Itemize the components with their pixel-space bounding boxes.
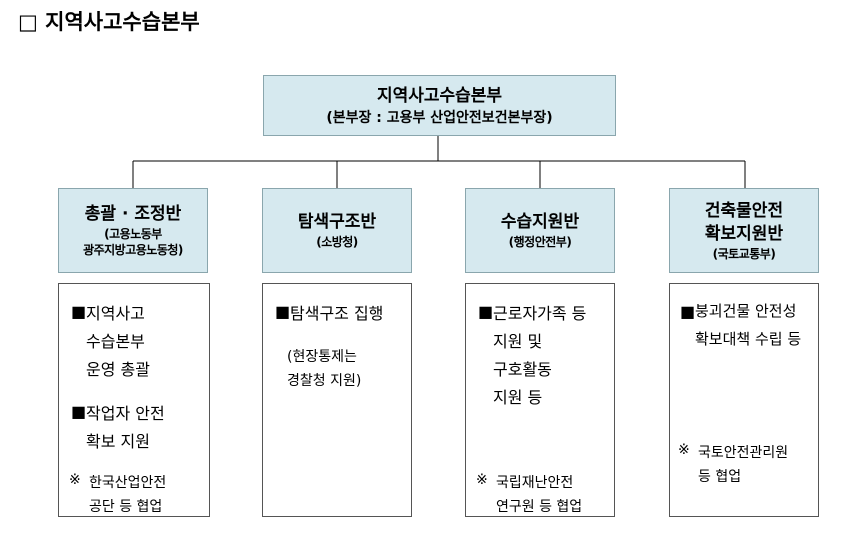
headquarters-head: (본부장 : 고용부 산업안전보건본부장) — [326, 109, 553, 126]
bullet-marker: ■ — [71, 402, 87, 421]
task-line: 근로자가족 등 — [493, 304, 587, 323]
team-detail-search-rescue: ■ 탐색구조 집행 (현장통제는 경찰청 지원) — [262, 283, 412, 517]
team-org: (소방청) — [316, 235, 358, 249]
note-line: 경찰청 지원) — [287, 373, 362, 389]
team-name: 건축물안전 — [704, 200, 784, 221]
note-line: 등 협업 — [698, 469, 742, 485]
note-mark: ※ — [69, 472, 81, 488]
team-org: (고용노동부 — [104, 227, 162, 241]
bullet-marker: ■ — [275, 302, 291, 321]
team-detail-recovery-support: ■ 근로자가족 등 지원 및 구호활동 지원 등 ※ 국립재난안전 연구원 등 … — [465, 283, 615, 517]
team-org: (국토교통부) — [712, 246, 776, 261]
task-line: 작업자 안전 — [86, 404, 165, 423]
team-name: 수습지원반 — [500, 212, 580, 232]
task-line: 붕괴건물 안전성 — [695, 302, 797, 320]
task-line: 탐색구조 집행 — [290, 304, 384, 323]
team-detail-building-safety: ■ 붕괴건물 안전성 확보대책 수립 등 ※ 국토안전관리원 등 협업 — [669, 283, 819, 517]
team-name: 확보지원반 — [704, 223, 784, 244]
team-detail-coordination: ■ 지역사고 수습본부 운영 총괄 ■ 작업자 안전 확보 지원 ※ 한국산업안… — [58, 283, 210, 517]
team-box-recovery-support: 수습지원반 (행정안전부) — [465, 188, 615, 273]
team-org: (행정안전부) — [508, 235, 572, 249]
team-box-coordination: 총괄 · 조정반 (고용노동부 광주지방고용노동청) — [58, 188, 208, 273]
task-line: 확보 지원 — [86, 432, 150, 451]
team-box-building-safety: 건축물안전 확보지원반 (국토교통부) — [669, 188, 819, 273]
note-line: 연구원 등 협업 — [496, 499, 583, 515]
bullet-marker: ■ — [680, 302, 696, 321]
task-line: 지원 등 — [493, 388, 543, 407]
page-title: □ 지역사고수습본부 — [18, 10, 200, 34]
task-line: 구호활동 — [493, 360, 552, 379]
bullet-marker: ■ — [71, 302, 87, 321]
note-line: 공단 등 협업 — [89, 499, 163, 515]
task-line: 확보대책 수립 등 — [695, 330, 802, 348]
note-mark: ※ — [476, 472, 488, 488]
team-box-search-rescue: 탐색구조반 (소방청) — [262, 188, 412, 273]
team-org: 광주지방고용노동청) — [83, 243, 183, 257]
task-line: 지역사고 — [86, 304, 145, 323]
note-line: 국토안전관리원 — [698, 445, 789, 461]
bullet-marker: ■ — [478, 302, 494, 321]
note-mark: ※ — [678, 442, 690, 458]
task-line: 지원 및 — [493, 332, 543, 351]
note-line: 한국산업안전 — [89, 475, 167, 491]
team-name: 탐색구조반 — [297, 212, 377, 232]
note-line: 국립재난안전 — [496, 475, 574, 491]
task-line: 운영 총괄 — [86, 360, 150, 379]
team-name: 총괄 · 조정반 — [84, 204, 182, 224]
headquarters-name: 지역사고수습본부 — [376, 85, 503, 106]
task-line: 수습본부 — [86, 332, 145, 351]
note-line: (현장통제는 — [287, 349, 357, 365]
headquarters-box: 지역사고수습본부 (본부장 : 고용부 산업안전보건본부장) — [263, 75, 616, 136]
